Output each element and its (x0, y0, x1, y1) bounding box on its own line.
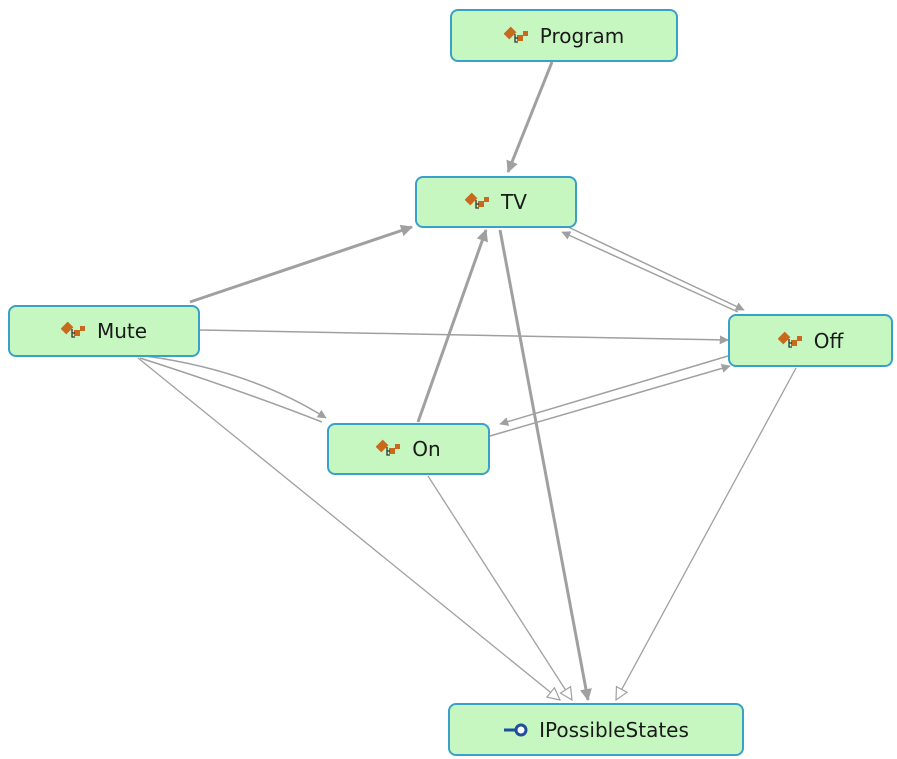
class-icon (60, 321, 87, 341)
class-icon (503, 26, 530, 46)
class-icon (376, 439, 402, 459)
edge-off-ipossiblestates (616, 367, 797, 700)
node-mute-label: Mute (96, 319, 148, 343)
edge-on-ipossiblestates (427, 475, 572, 700)
edge-program-tv (506, 61, 554, 173)
node-ipossiblestates-label: IPossibleStates (539, 717, 689, 742)
interface-icon (503, 720, 529, 740)
node-on[interactable]: On (327, 423, 490, 475)
node-program[interactable]: Program (450, 9, 678, 62)
edge-mute-on-a (144, 355, 327, 419)
edge-tv-off (565, 225, 745, 311)
node-off[interactable]: Off (728, 314, 893, 367)
node-mute[interactable]: Mute (8, 305, 200, 357)
edge-off-on (499, 355, 729, 426)
edge-on-off (489, 363, 731, 437)
edge-mute-ipossiblestates (137, 357, 560, 700)
node-on-label: On (412, 437, 441, 461)
node-ipossiblestates[interactable]: IPossibleStates (448, 703, 744, 756)
class-icon (777, 331, 804, 351)
edge-tv-ipossiblestates (498, 229, 592, 701)
edge-mute-on-b (139, 357, 323, 423)
node-tv-label: TV (501, 190, 527, 214)
node-off-label: Off (813, 328, 844, 353)
class-icon (465, 192, 491, 212)
node-program-label: Program (539, 23, 625, 48)
edge-off-tv (561, 231, 739, 313)
node-tv[interactable]: TV (415, 176, 577, 228)
edge-mute-tv (189, 224, 413, 304)
edge-on-tv (416, 229, 488, 423)
edge-mute-off (199, 329, 729, 345)
